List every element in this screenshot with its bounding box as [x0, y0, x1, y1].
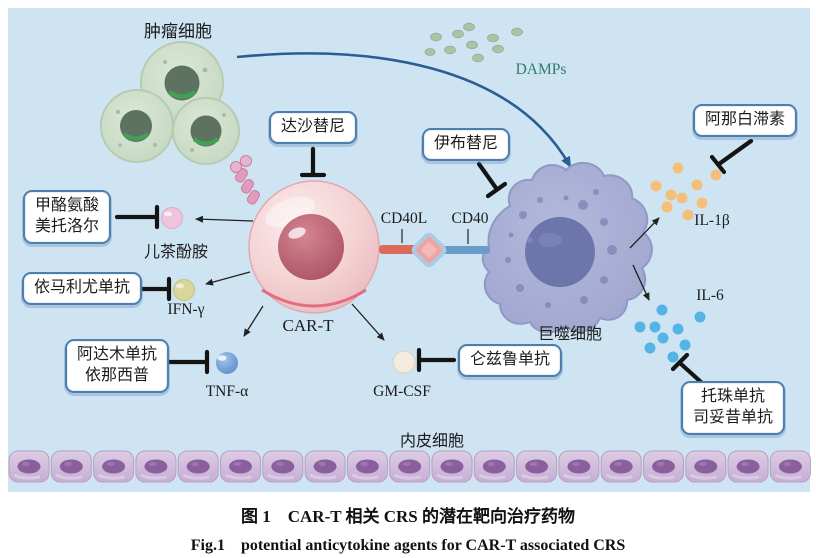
- ifn-gamma-dot: [173, 279, 195, 301]
- drug-box-anakinra: 阿那白滞素: [692, 104, 798, 137]
- caption-chinese: 图 1 CAR-T 相关 CRS 的潜在靶向治疗药物: [240, 507, 576, 526]
- catecholamine-dot: [161, 207, 183, 229]
- cd40l-ligand-bar: [379, 245, 418, 254]
- gm-csf-dot: [392, 350, 416, 374]
- damps-release-arrow: [236, 52, 572, 168]
- inhibition-bars: [114, 138, 754, 385]
- ifn-gamma-label: IFN-γ: [167, 301, 205, 318]
- damps-label: DAMPs: [515, 61, 567, 78]
- macrophage-label: 巨噬细胞: [537, 326, 603, 343]
- car-receptor-icon: [230, 155, 260, 205]
- drug-box-adalimumab-etanercept: 阿达木单抗 依那西普: [64, 339, 170, 393]
- drug-box-dasatinib: 达沙替尼: [268, 111, 358, 144]
- figure-caption: 图 1 CAR-T 相关 CRS 的潜在靶向治疗药物 Fig.1 potenti…: [0, 502, 816, 555]
- gm-csf-label: GM-CSF: [373, 383, 431, 400]
- cd40-synapse: [379, 229, 490, 268]
- il-1beta-particles: [650, 162, 722, 221]
- drug-box-tocilizumab-siltuximab: 托珠单抗 司妥昔单抗: [680, 381, 786, 435]
- endothelium-label: 内皮细胞: [399, 433, 465, 450]
- tumor-cell-cluster: [100, 41, 240, 165]
- secretion-arrows: [195, 215, 660, 341]
- macrophage-cell: [481, 161, 653, 334]
- drug-box-emapalumab: 依马利尤单抗: [21, 272, 143, 305]
- tnf-alpha-label: TNF-α: [205, 383, 249, 400]
- il-1beta-label: IL-1β: [694, 212, 730, 229]
- drug-box-ibrutinib: 伊布替尼: [421, 128, 511, 161]
- damps-particles: [424, 22, 523, 63]
- caption-english: Fig.1 potential anticytokine agents for …: [190, 537, 626, 554]
- drug-box-lenzilumab: 仑兹鲁单抗: [457, 344, 563, 377]
- tumor-cells-label: 肿瘤细胞: [144, 22, 212, 41]
- cd40-receptor-bar: [441, 246, 490, 254]
- tnf-alpha-dot: [216, 352, 238, 374]
- endothelium-row: [7, 449, 812, 484]
- cd40l-label: CD40L: [380, 210, 428, 227]
- il-6-particles: [634, 304, 706, 363]
- cd40-label: CD40: [451, 210, 489, 227]
- car-t-cell: [248, 180, 380, 314]
- car-t-label: CAR-T: [282, 316, 334, 335]
- catecholamine-label: 儿茶酚胺: [143, 244, 209, 261]
- drug-box-metyrosine-metoprolol: 甲酪氨酸 美托洛尔: [22, 190, 112, 244]
- il-6-label: IL-6: [696, 287, 724, 304]
